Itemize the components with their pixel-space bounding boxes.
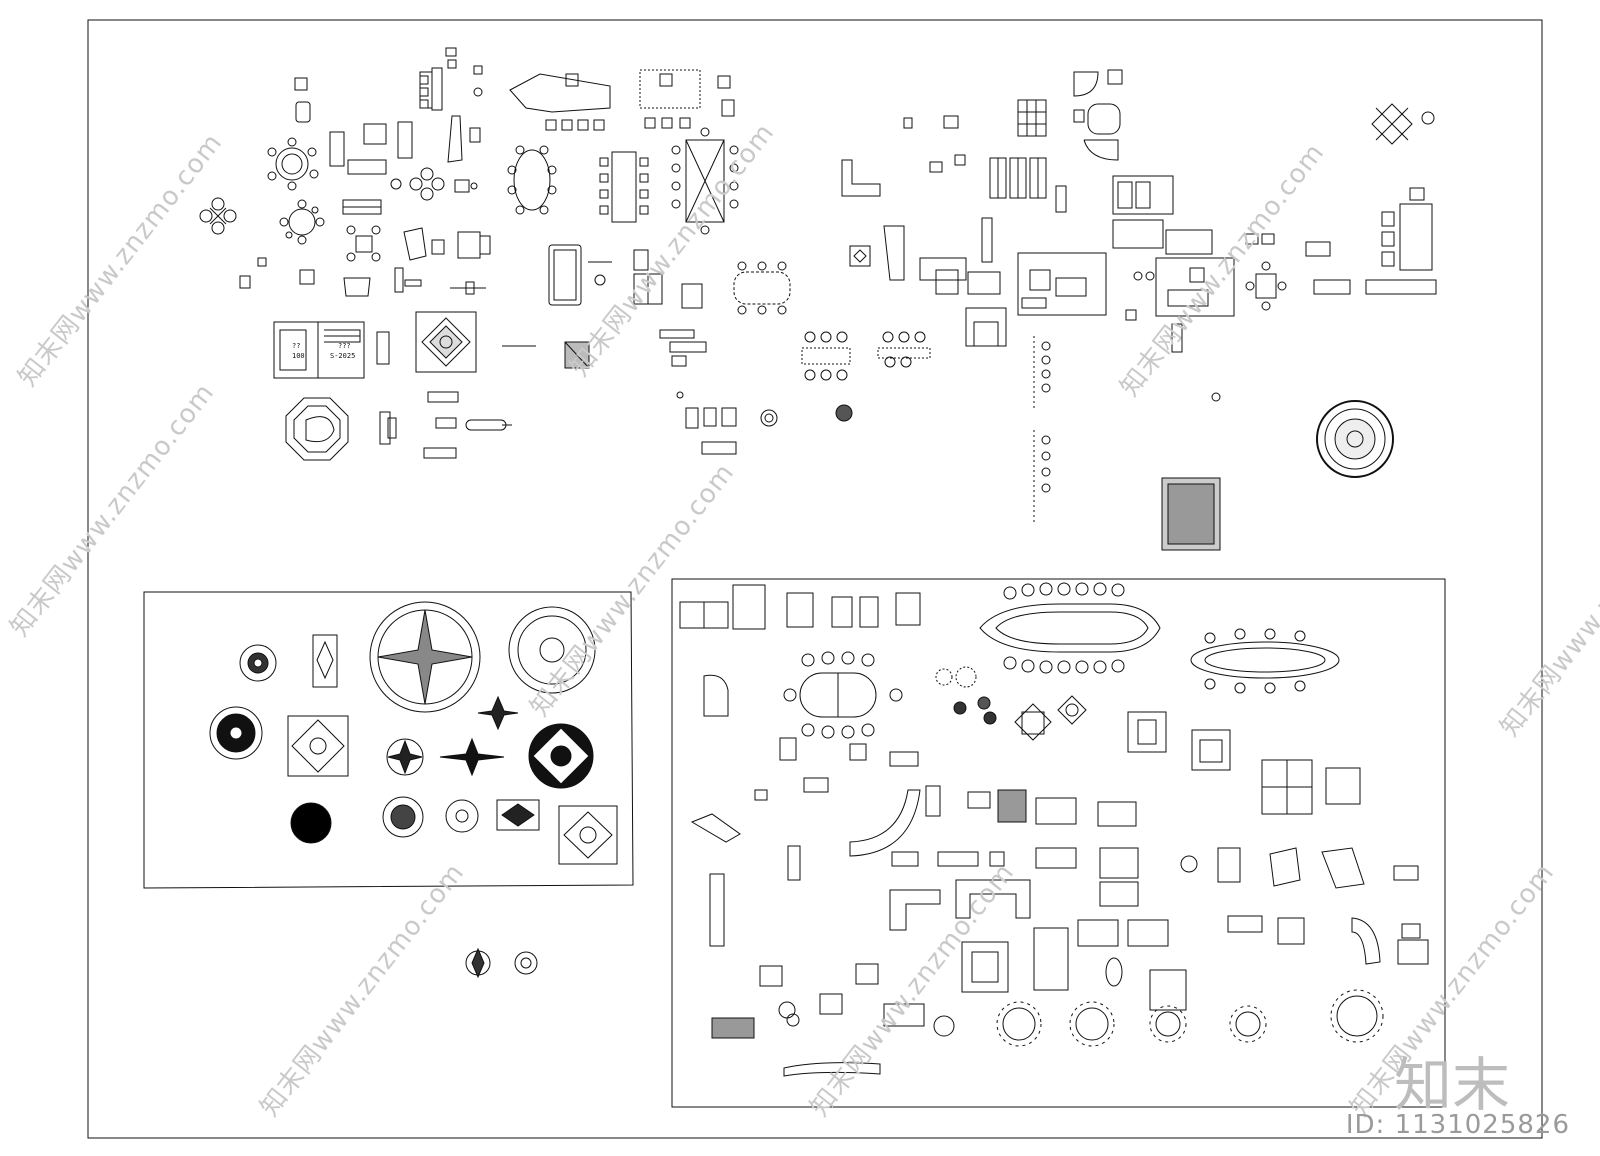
small-dining-sets	[711, 963, 955, 1077]
office-desk-with-chairs	[1365, 103, 1437, 295]
bathroom-layout: ?? 100 ??? S-2025	[273, 321, 390, 379]
misc-small-top-right	[1125, 271, 1221, 402]
dining-set-right	[1245, 233, 1351, 311]
dashed-dining-set	[733, 261, 791, 315]
curtain-and-bed	[849, 217, 1007, 347]
asset-id-label: ID: 1131025826	[1345, 1110, 1570, 1140]
curved-sofa	[849, 789, 921, 857]
round-dining-table-2	[279, 199, 325, 245]
left-column-units	[690, 737, 919, 947]
office-workstation-l	[509, 73, 611, 131]
plants-cluster	[935, 666, 997, 725]
living-room-plans	[1017, 252, 1235, 317]
chair-row-bottom-mid	[676, 391, 778, 455]
cubicle-workstations	[1261, 759, 1361, 815]
round-dining-row	[996, 989, 1384, 1047]
bench-tables	[801, 331, 931, 422]
floor-medallion-square-1	[415, 311, 477, 373]
rosette-medallion	[1316, 400, 1394, 478]
living-sofas	[889, 785, 1137, 931]
small-chairs-top-right	[841, 115, 966, 197]
cafe-tables	[1014, 695, 1087, 741]
sofa-and-table-mid	[239, 199, 491, 297]
brand-logo: 知末	[1393, 1051, 1510, 1119]
rectangular-conference-table	[599, 151, 649, 223]
rug-panel-medallions	[209, 601, 618, 865]
octagon-spa	[285, 397, 349, 461]
bathroom-plans-right	[1112, 175, 1213, 255]
l-desk-right	[639, 69, 735, 129]
corner-bath-and-sink	[1073, 69, 1123, 161]
oval-boardroom-table	[1190, 628, 1340, 694]
flower-table-set	[409, 167, 478, 201]
furniture-panel-frame	[671, 578, 1446, 1108]
oval-conference-table	[507, 145, 557, 215]
room-label-1: ??	[292, 342, 300, 350]
side-units-bottom	[379, 345, 536, 459]
rug-panel-frame	[143, 591, 634, 889]
hatched-square	[564, 341, 590, 369]
room-label-2: 100	[292, 352, 305, 360]
four-seat-clover-table	[199, 197, 237, 235]
armchair-set-top	[294, 77, 413, 190]
cabinet-set	[633, 249, 707, 367]
office-chairs-right	[1180, 847, 1429, 965]
racetrack-table	[783, 651, 903, 739]
column-markers	[1033, 336, 1051, 522]
bedroom-units	[1127, 711, 1231, 771]
outer-frame	[87, 19, 1543, 1139]
room-label-3: ???	[338, 342, 351, 350]
panel-cabinets	[679, 584, 921, 630]
room-label-4: S-2025	[330, 352, 355, 360]
desk-and-chairs	[419, 47, 483, 163]
pool-table	[548, 244, 612, 306]
boat-conference-table	[979, 582, 1161, 674]
window-grids	[989, 99, 1067, 213]
boardroom-table-diagonal	[671, 127, 739, 235]
bed-units	[1077, 847, 1187, 1011]
round-dining-table-1	[267, 137, 319, 191]
media-center	[961, 927, 1069, 993]
grand-piano	[703, 674, 729, 717]
runner-rug	[1161, 477, 1221, 551]
loose-medallions	[465, 947, 538, 979]
